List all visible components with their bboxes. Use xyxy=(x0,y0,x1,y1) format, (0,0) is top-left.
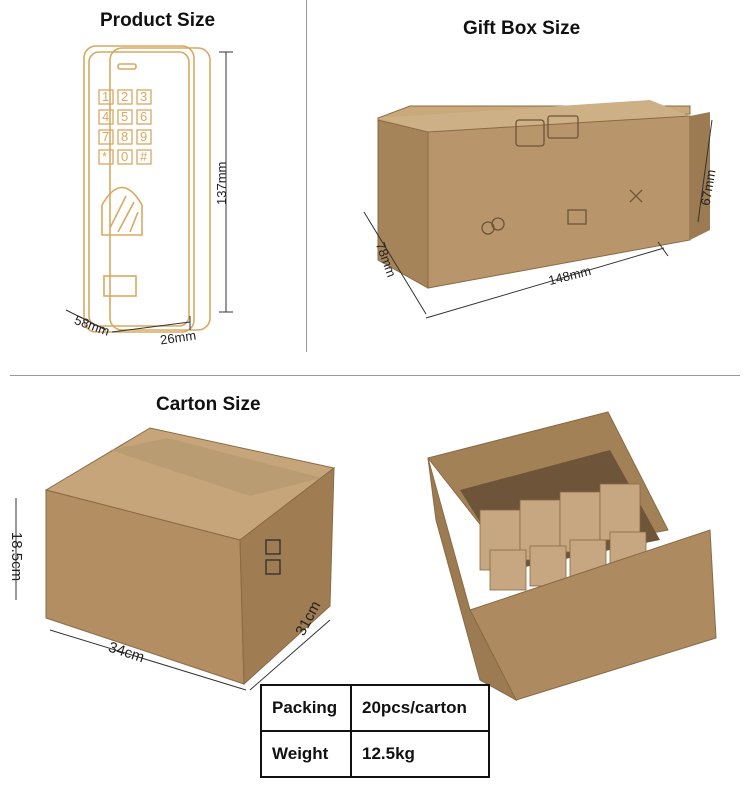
key-1: 1 xyxy=(102,89,110,104)
horizontal-divider xyxy=(10,375,740,376)
key-star: * xyxy=(102,149,108,164)
key-7: 7 xyxy=(102,129,110,144)
key-2: 2 xyxy=(121,89,129,104)
key-4: 4 xyxy=(102,109,110,124)
product-size-title: Product Size xyxy=(100,10,216,31)
carton-closed-drawing xyxy=(15,427,336,691)
product-drawing xyxy=(65,45,233,333)
gift-box-drawing xyxy=(363,100,713,319)
key-0: 0 xyxy=(121,149,129,164)
key-6: 6 xyxy=(140,109,148,124)
carton-height-label: 18.5cm xyxy=(8,531,26,582)
weight-value: 12.5kg xyxy=(350,730,490,778)
keypad: 1 2 3 4 5 6 7 8 9 * 0 # xyxy=(99,89,151,164)
key-3: 3 xyxy=(140,89,148,104)
carton-size-title: Carton Size xyxy=(156,394,261,415)
gift-box-size-title: Gift Box Size xyxy=(463,18,581,39)
table-row: Weight 12.5kg xyxy=(260,730,490,778)
key-hash: # xyxy=(140,149,148,164)
vertical-divider xyxy=(306,0,307,352)
table-row: Packing 20pcs/carton xyxy=(260,684,490,732)
key-5: 5 xyxy=(121,109,129,124)
product-height-label: 137mm xyxy=(214,161,229,205)
packing-label: Packing xyxy=(260,684,352,732)
spec-table: Packing 20pcs/carton Weight 12.5kg xyxy=(260,684,490,778)
key-9: 9 xyxy=(140,129,148,144)
weight-label: Weight xyxy=(260,730,352,778)
packing-value: 20pcs/carton xyxy=(350,684,490,732)
key-8: 8 xyxy=(121,129,129,144)
carton-open-drawing xyxy=(427,411,717,702)
